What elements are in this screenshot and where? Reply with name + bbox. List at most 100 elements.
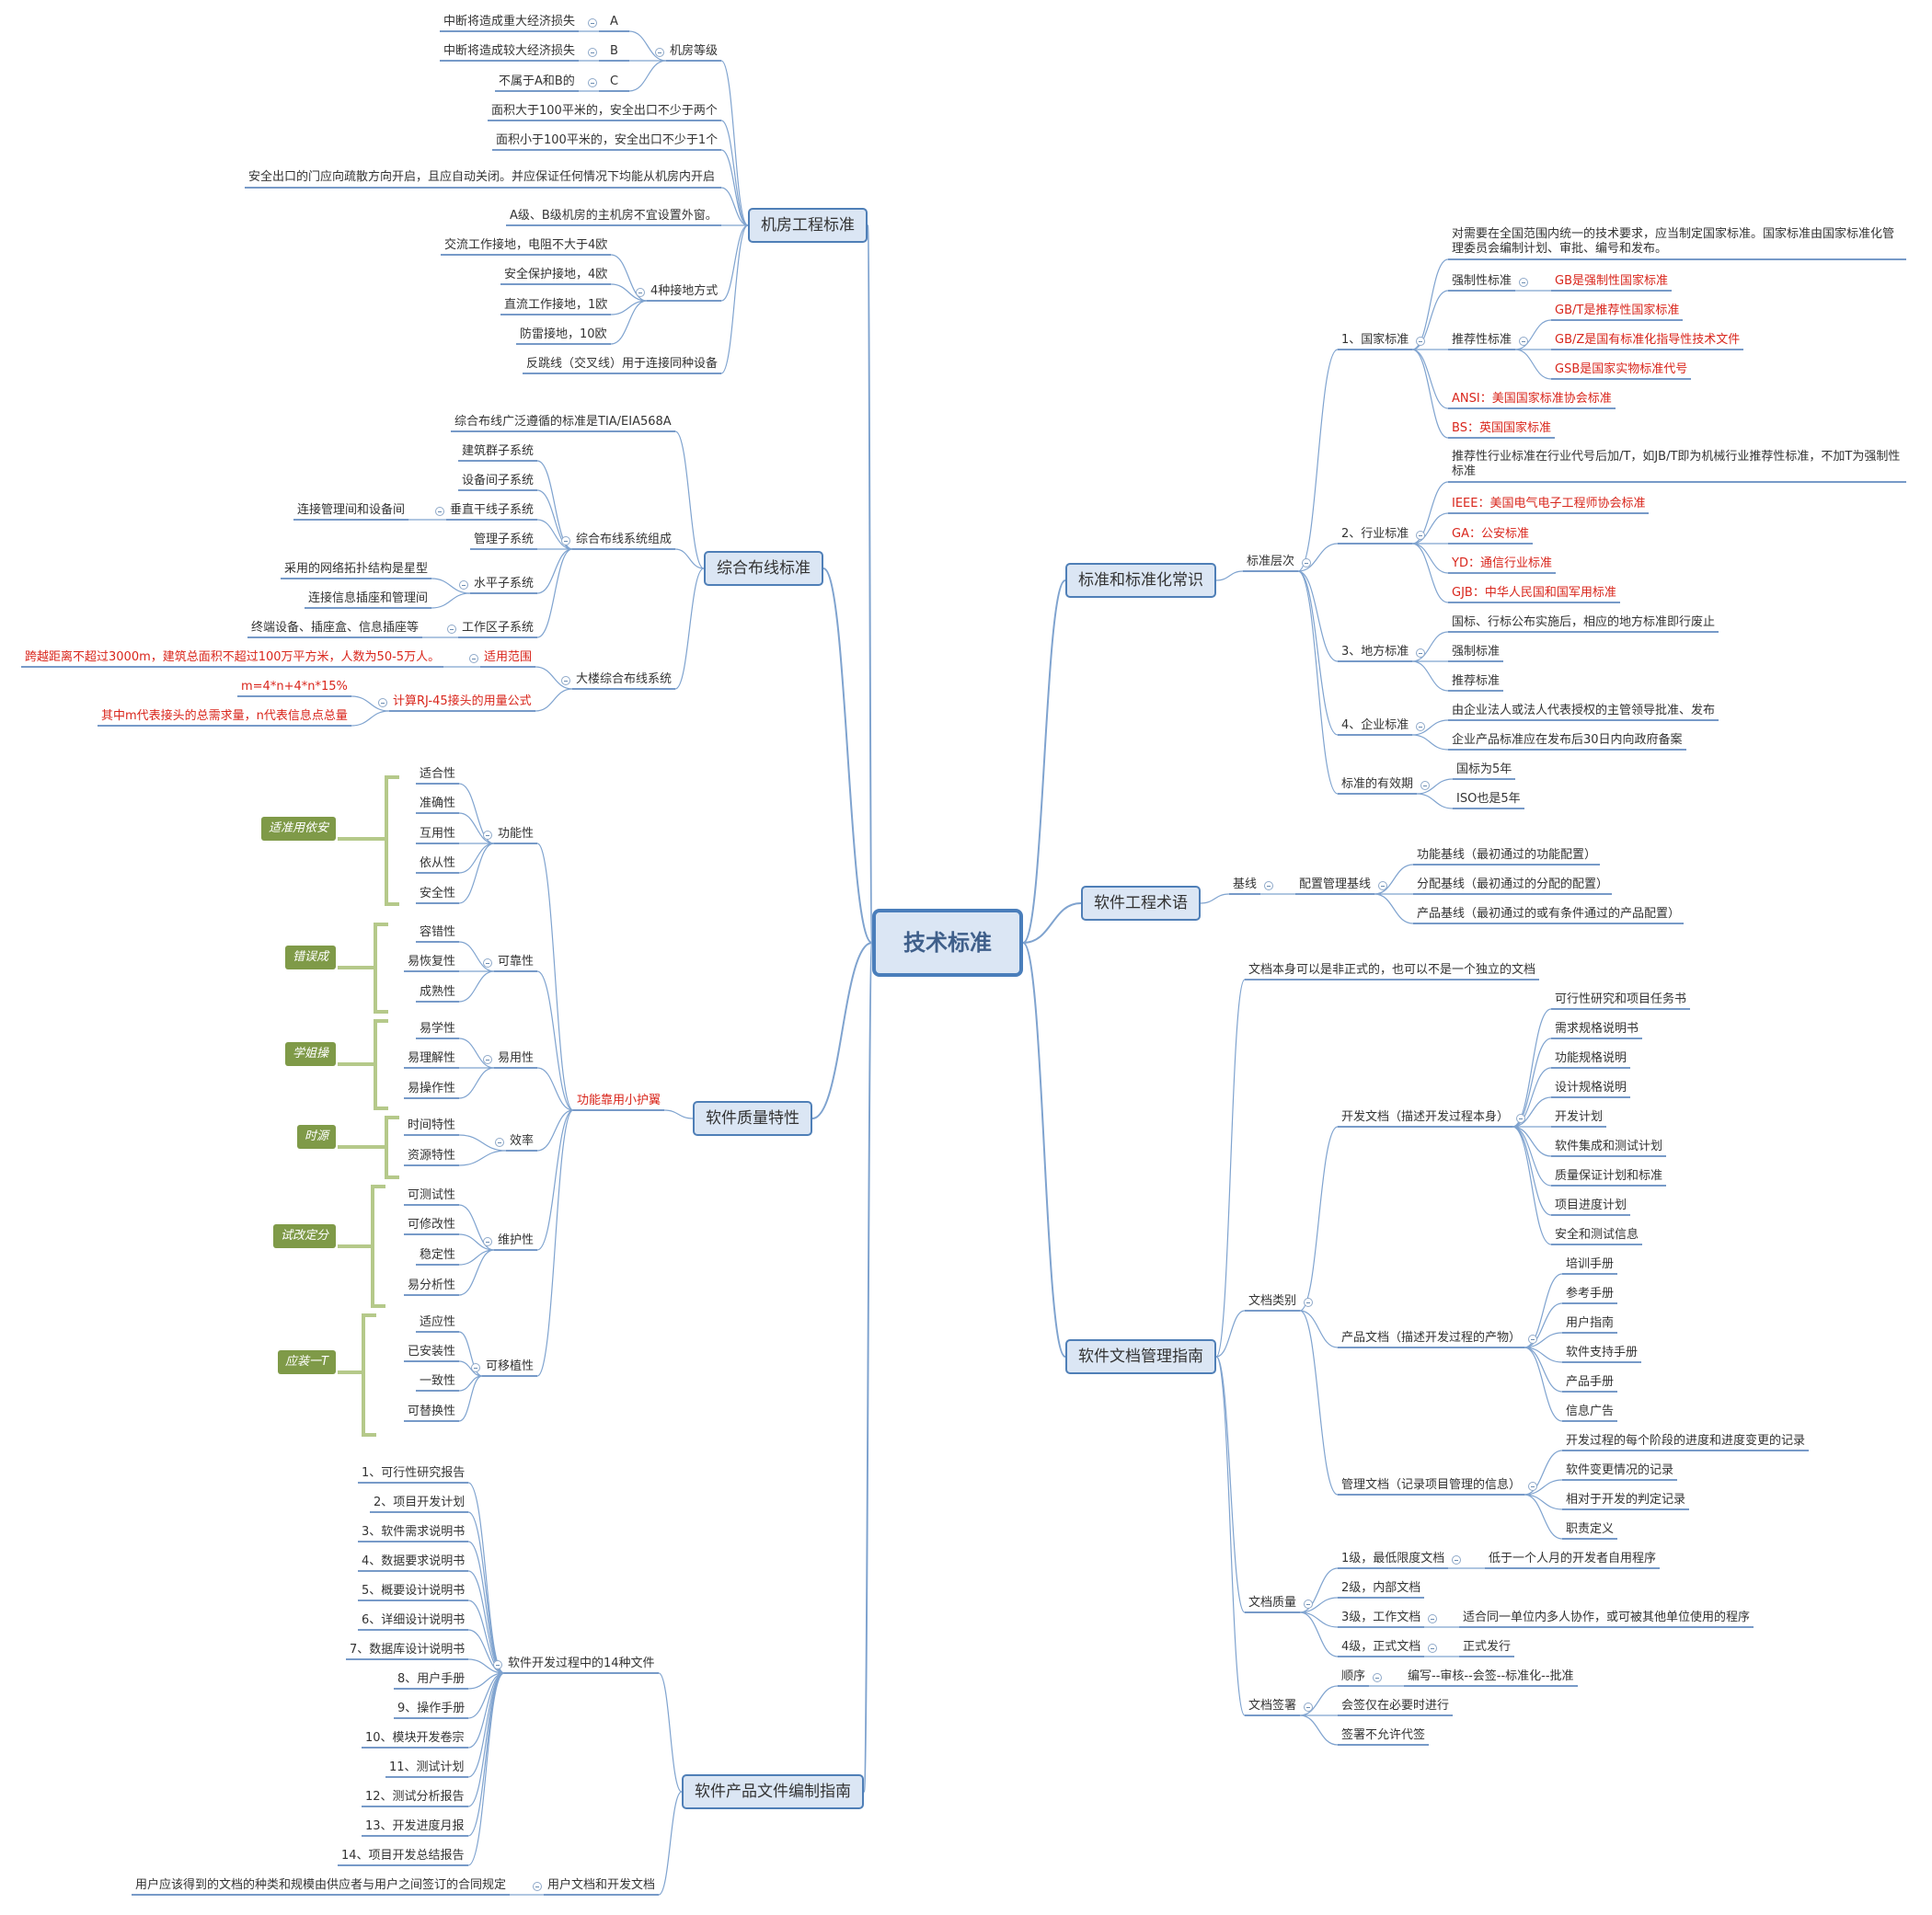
topic-docmgmt-dev-1[interactable]: 需求规格说明书: [1555, 1022, 1639, 1036]
topic-quality-groups-0-items-3[interactable]: 依从性: [420, 856, 456, 870]
topic-docmgmt-prod-0[interactable]: 培训手册: [1566, 1257, 1615, 1271]
topic-product-user-note[interactable]: 用户应该得到的文档的种类和规模由供应者与用户之间签订的合同规定: [135, 1878, 507, 1892]
topic-quality-groups-2-items-0[interactable]: 易学性: [420, 1022, 456, 1036]
collapse-toggle-icon[interactable]: [1373, 1673, 1382, 1682]
topic-std-local-items-0[interactable]: 国标、行标公布实施后，相应的地方标准即行废止: [1452, 615, 1716, 629]
topic-docmgmt-sign1[interactable]: 会签仅在必要时进行: [1341, 1699, 1450, 1713]
topic-quality-groups-3-items-0[interactable]: 时间特性: [408, 1118, 456, 1132]
topic-docmgmt-dev-8[interactable]: 安全和测试信息: [1555, 1228, 1639, 1242]
topic-cabling-scope-label[interactable]: 适用范围: [484, 650, 533, 664]
topic-cabling-subs-chuizhi[interactable]: 垂直干线子系统: [450, 503, 535, 517]
collapse-toggle-icon[interactable]: [1519, 337, 1528, 346]
topic-quality-groups-1-label[interactable]: 可靠性: [498, 955, 535, 969]
topic-docmgmt-prod-2[interactable]: 用户指南: [1566, 1316, 1615, 1330]
topic-docmgmt-prod-1[interactable]: 参考手册: [1566, 1287, 1615, 1301]
topic-std-national-label[interactable]: 1、国家标准: [1341, 333, 1409, 347]
topic-quality-groups-1-items-1[interactable]: 易恢复性: [408, 955, 456, 969]
collapse-toggle-icon[interactable]: [471, 1363, 480, 1372]
collapse-toggle-icon[interactable]: [447, 625, 456, 634]
mnemonic-tag-sqt0[interactable]: 适准用依安: [261, 817, 337, 841]
topic-cabling-subs-gongzuo-note[interactable]: 终端设备、插座盒、信息插座等: [251, 621, 420, 635]
topic-docmgmt-mgmt-label[interactable]: 管理文档（记录项目管理的信息）: [1341, 1478, 1522, 1492]
topic-quality-groups-0-label[interactable]: 功能性: [498, 827, 535, 841]
collapse-toggle-icon[interactable]: [1378, 881, 1387, 890]
topic-product-docs-7[interactable]: 8、用户手册: [397, 1672, 466, 1686]
topic-docmgmt-q4-note[interactable]: 正式发行: [1463, 1640, 1512, 1654]
topic-docmgmt-prod-label[interactable]: 产品文档（描述开发过程的产物）: [1341, 1331, 1522, 1345]
topic-quality-groups-5-items-3[interactable]: 可替换性: [408, 1405, 456, 1418]
root-topic[interactable]: 技术标准: [872, 909, 1023, 977]
topic-std-enterprise-label[interactable]: 4、企业标准: [1341, 718, 1409, 732]
topic-std-national-recommend-1[interactable]: GB/Z是国有标准化指导性技术文件: [1555, 333, 1741, 347]
topic-product-docs-4[interactable]: 5、概要设计说明书: [362, 1584, 466, 1598]
topic-product-docs-label[interactable]: 软件开发过程中的14种文件: [508, 1657, 655, 1670]
topic-quality-groups-2-items-2[interactable]: 易操作性: [408, 1082, 456, 1095]
collapse-toggle-icon[interactable]: [1428, 1614, 1437, 1623]
collapse-toggle-icon[interactable]: [483, 958, 492, 968]
topic-jifang-ground-3[interactable]: 防雷接地，10欧: [520, 327, 607, 341]
topic-docmgmt-mgmt-0[interactable]: 开发过程的每个阶段的进度和进度变更的记录: [1566, 1434, 1806, 1448]
topic-quality-groups-2-label[interactable]: 易用性: [498, 1051, 535, 1065]
collapse-toggle-icon[interactable]: [1519, 278, 1528, 287]
topic-std-validity-items-1[interactable]: ISO也是5年: [1456, 792, 1521, 806]
topic-quality-groups-4-label[interactable]: 维护性: [498, 1233, 535, 1247]
topic-quality-mnemonic[interactable]: 功能靠用小护翼: [577, 1094, 661, 1107]
topic-docmgmt-dev-3[interactable]: 设计规格说明: [1555, 1081, 1627, 1095]
topic-cabling-subs-jianzhu[interactable]: 建筑群子系统: [462, 444, 535, 458]
collapse-toggle-icon[interactable]: [636, 288, 645, 297]
topic-jifang-grades-2-level[interactable]: C: [609, 75, 619, 88]
branch-topic-st[interactable]: 标准和标准化常识: [1065, 563, 1216, 598]
topic-docmgmt-dev-7[interactable]: 项目进度计划: [1555, 1198, 1627, 1212]
topic-cabling-subs-shuiping-note2[interactable]: 连接信息插座和管理间: [308, 591, 429, 605]
topic-docmgmt-mgmt-3[interactable]: 职责定义: [1566, 1522, 1615, 1536]
topic-std-local-items-2[interactable]: 推荐标准: [1452, 674, 1501, 688]
topic-std-national-mandatory-label[interactable]: 强制性标准: [1452, 274, 1512, 288]
topic-product-docs-0[interactable]: 1、可行性研究报告: [362, 1466, 466, 1480]
topic-product-docs-10[interactable]: 11、测试计划: [389, 1760, 465, 1774]
collapse-toggle-icon[interactable]: [655, 48, 664, 57]
topic-docmgmt-category-label[interactable]: 文档类别: [1248, 1294, 1297, 1308]
topic-product-docs-11[interactable]: 12、测试分析报告: [365, 1790, 465, 1804]
collapse-toggle-icon[interactable]: [588, 48, 597, 57]
topic-product-docs-2[interactable]: 3、软件需求说明书: [362, 1525, 466, 1539]
topic-cabling-subs-chuizhi-note[interactable]: 连接管理间和设备间: [297, 503, 406, 517]
topic-std-local-items-1[interactable]: 强制标准: [1452, 645, 1501, 659]
topic-jifang-rules-2[interactable]: 安全出口的门应向疏散方向开启，且应自动关闭。并应保证任何情况下均能从机房内开启: [248, 170, 716, 184]
topic-jifang-grades-0-level[interactable]: A: [610, 15, 618, 29]
collapse-toggle-icon[interactable]: [1528, 1482, 1537, 1491]
topic-quality-groups-5-items-0[interactable]: 适应性: [420, 1315, 456, 1329]
topic-quality-groups-5-items-2[interactable]: 一致性: [420, 1374, 456, 1388]
topic-product-docs-12[interactable]: 13、开发进度月报: [365, 1819, 465, 1833]
collapse-toggle-icon[interactable]: [1452, 1555, 1461, 1565]
collapse-toggle-icon[interactable]: [1264, 881, 1273, 890]
topic-docmgmt-q4[interactable]: 4级，正式文档: [1341, 1640, 1421, 1654]
topic-jifang-grades-1-desc[interactable]: 中断将造成较大经济损失: [443, 44, 576, 58]
branch-topic-tm[interactable]: 软件工程术语: [1081, 886, 1201, 921]
topic-quality-groups-1-items-2[interactable]: 成熟性: [420, 985, 456, 999]
topic-jifang-rules-1[interactable]: 面积小于100平米的，安全出口不少于1个: [496, 133, 719, 147]
topic-quality-groups-4-items-3[interactable]: 易分析性: [408, 1279, 456, 1292]
topic-terms-items-0[interactable]: 功能基线（最初通过的功能配置）: [1417, 848, 1597, 862]
topic-std-enterprise-items-1[interactable]: 企业产品标准应在发布后30日内向政府备案: [1452, 733, 1683, 747]
topic-quality-groups-3-items-1[interactable]: 资源特性: [408, 1149, 456, 1163]
topic-docmgmt-q2[interactable]: 2级，内部文档: [1341, 1581, 1421, 1595]
topic-jifang-ground-0[interactable]: 交流工作接地，电阻不大于4欧: [444, 238, 608, 252]
branch-topic-pd[interactable]: 软件产品文件编制指南: [682, 1774, 864, 1809]
collapse-toggle-icon[interactable]: [1416, 531, 1425, 540]
topic-std-national-bs[interactable]: BS：英国国家标准: [1452, 421, 1551, 435]
collapse-toggle-icon[interactable]: [1416, 648, 1425, 658]
topic-cabling-subs-shuiping-note1[interactable]: 采用的网络拓扑结构是星型: [284, 562, 429, 576]
topic-cabling-subs-shebei[interactable]: 设备间子系统: [462, 474, 535, 487]
topic-product-docs-9[interactable]: 10、模块开发卷宗: [365, 1731, 465, 1745]
topic-cabling-subs-guanli[interactable]: 管理子系统: [474, 533, 535, 546]
topic-quality-groups-1-items-0[interactable]: 容错性: [420, 925, 456, 939]
topic-docmgmt-intro[interactable]: 文档本身可以是非正式的，也可以不是一个独立的文档: [1248, 963, 1536, 977]
collapse-toggle-icon[interactable]: [1304, 1600, 1313, 1609]
topic-std-national-recommend-2[interactable]: GSB是国家实物标准代号: [1555, 362, 1688, 376]
collapse-toggle-icon[interactable]: [588, 78, 597, 87]
topic-quality-groups-3-label[interactable]: 效率: [510, 1134, 535, 1148]
topic-std-validity-label[interactable]: 标准的有效期: [1341, 777, 1414, 791]
topic-docmgmt-dev-6[interactable]: 质量保证计划和标准: [1555, 1169, 1663, 1183]
topic-docmgmt-order[interactable]: 顺序: [1341, 1669, 1366, 1683]
topic-std-national-ansi[interactable]: ANSI：美国国家标准协会标准: [1452, 392, 1612, 406]
